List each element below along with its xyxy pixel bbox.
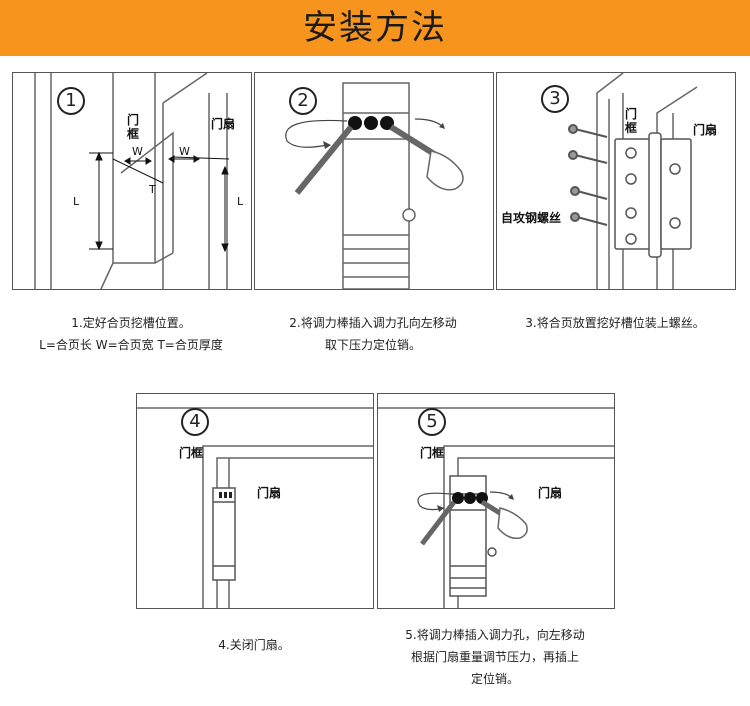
t-label: T xyxy=(149,183,156,196)
caption-line: L=合页长 W=合页宽 T=合页厚度 xyxy=(12,334,250,356)
page-title: 安装方法 xyxy=(0,0,750,56)
step-3-panel: 3 门 框 门扇 自攻钢螺丝 xyxy=(496,72,736,290)
frame-label: 门 框 xyxy=(127,113,139,141)
leaf-label: 门扇 xyxy=(693,123,717,137)
step-2-panel: 2 xyxy=(254,72,494,290)
frame-label: 门框 xyxy=(420,446,444,460)
hinge-screw-diagram xyxy=(497,73,735,289)
leaf-label: 门扇 xyxy=(538,486,562,500)
hinge-slot-diagram xyxy=(13,73,251,289)
caption-line: 5.将调力棒插入调力孔，向左移动 xyxy=(377,624,613,646)
step-number: 4 xyxy=(181,408,209,436)
step-2-caption: 2.将调力棒插入调力孔向左移动 取下压力定位销。 xyxy=(254,312,492,356)
caption-line: 3.将合页放置挖好槽位装上螺丝。 xyxy=(496,312,734,334)
caption-line: 2.将调力棒插入调力孔向左移动 xyxy=(254,312,492,334)
caption-line: 取下压力定位销。 xyxy=(254,334,492,356)
step-1-caption: 1.定好合页挖槽位置。 L=合页长 W=合页宽 T=合页厚度 xyxy=(12,312,250,356)
adjust-tension-diagram xyxy=(378,394,614,608)
step-number: 3 xyxy=(541,85,569,113)
step-number: 1 xyxy=(57,87,85,115)
l-label-frame: L xyxy=(73,195,79,208)
step-number: 2 xyxy=(289,87,317,115)
w-label-frame: W xyxy=(132,145,143,158)
caption-line: 定位销。 xyxy=(377,668,613,690)
leaf-label: 门扇 xyxy=(257,486,281,500)
step-1-panel: 1 门 框 门扇 W W T L L xyxy=(12,72,252,290)
step-number: 5 xyxy=(418,408,446,436)
leaf-label: 门扇 xyxy=(211,117,235,131)
caption-line: 根据门扇重量调节压力，再插上 xyxy=(377,646,613,668)
step-3-caption: 3.将合页放置挖好槽位装上螺丝。 xyxy=(496,312,734,334)
screw-label: 自攻钢螺丝 xyxy=(501,211,561,225)
caption-line: 4.关闭门扇。 xyxy=(136,634,372,656)
step-4-panel: 4 门框 门扇 xyxy=(136,393,374,609)
closed-door-diagram xyxy=(137,394,373,608)
w-label-leaf: W xyxy=(179,145,190,158)
l-label-leaf: L xyxy=(237,195,243,208)
step-5-panel: 5 门框 门扇 xyxy=(377,393,615,609)
frame-label: 门 框 xyxy=(625,107,637,135)
caption-line: 1.定好合页挖槽位置。 xyxy=(12,312,250,334)
frame-label: 门框 xyxy=(179,446,203,460)
step-4-caption: 4.关闭门扇。 xyxy=(136,634,372,656)
step-5-caption: 5.将调力棒插入调力孔，向左移动 根据门扇重量调节压力，再插上 定位销。 xyxy=(377,624,613,690)
